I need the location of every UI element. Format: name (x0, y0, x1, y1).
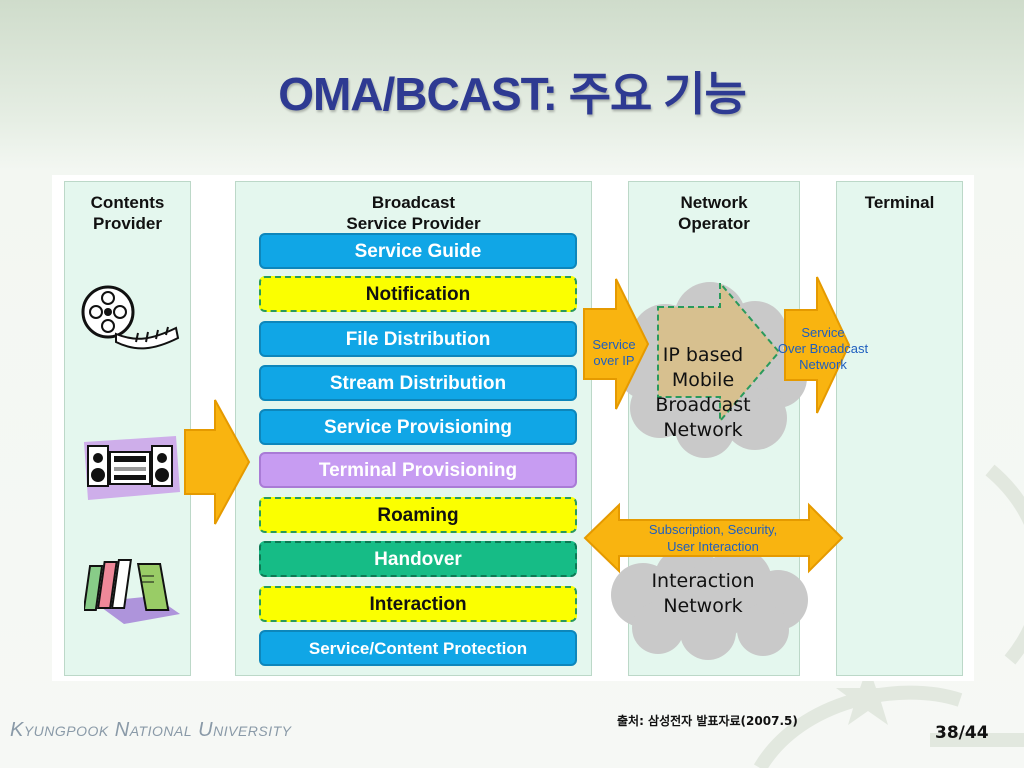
function-box: Roaming (259, 497, 577, 533)
books-icon (84, 559, 180, 624)
service-over-ip-label: Service over IP (592, 337, 636, 368)
function-box: Stream Distribution (259, 365, 577, 401)
service-over-broadcast-label: Service Over Broadcast Network (777, 325, 869, 372)
page-number: 38/44 (935, 723, 989, 743)
function-box: Service Guide (259, 233, 577, 269)
broadcast-network-label: IP based Mobile Broadcast Network (655, 344, 751, 441)
column-title-contents-provider: Contents Provider (90, 193, 165, 233)
interaction-network-label: Interaction Network (651, 570, 755, 617)
source-citation: 출처: 삼성전자 발표자료(2007.5) (617, 714, 798, 728)
function-box: Handover (259, 541, 577, 577)
column-title-broadcast-service-provider: Broadcast Service Provider (346, 193, 481, 233)
slide-title: OMA/BCAST: 주요 기능 (278, 68, 747, 120)
subscription-double-arrow (583, 502, 844, 574)
footer-university: Kyungpook National University (10, 719, 292, 741)
function-box: Notification (259, 276, 577, 312)
service-over-ip-arrow (583, 278, 650, 410)
column-title-network-operator: Network Operator (678, 193, 750, 233)
function-box: Service/Content Protection (259, 630, 577, 666)
column-contents-provider: Contents Provider (64, 181, 191, 676)
film-reel-icon (81, 285, 180, 350)
function-box: Terminal Provisioning (259, 452, 577, 488)
column-terminal: Terminal (836, 181, 963, 676)
ip-broadcast-arrow (657, 280, 781, 424)
stereo-icon (84, 436, 180, 500)
function-box: File Distribution (259, 321, 577, 357)
service-over-broadcast-arrow (784, 276, 851, 414)
content-flow-arrow (184, 399, 251, 525)
column-title-terminal: Terminal (864, 193, 935, 212)
function-box: Interaction (259, 586, 577, 622)
subscription-label: Subscription, Security, User Interaction (648, 522, 778, 554)
interaction-network-cloud (611, 546, 808, 660)
function-box: Service Provisioning (259, 409, 577, 445)
